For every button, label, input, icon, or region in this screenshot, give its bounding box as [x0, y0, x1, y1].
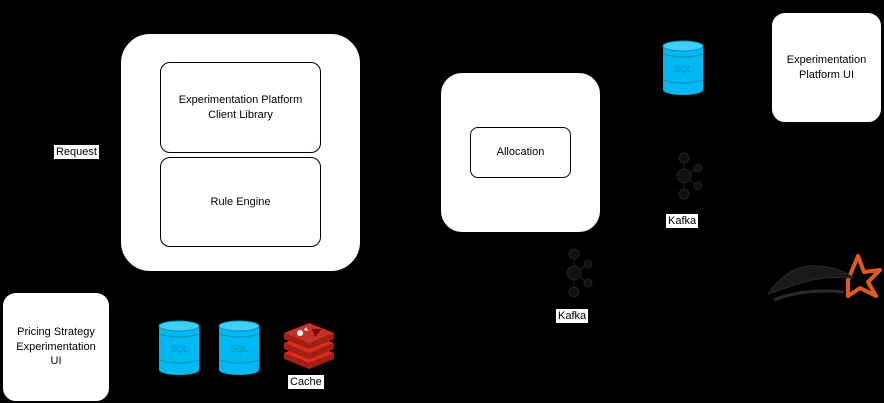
svg-text:SQL: SQL — [230, 344, 248, 354]
client-library-box: Experimentation Platform Client Library — [160, 62, 321, 153]
spark-logo-icon — [766, 254, 882, 302]
cache-label: Cache — [288, 375, 324, 389]
kafka-label-right: Kafka — [666, 214, 699, 228]
pricing-ui-label: Pricing Strategy Experimentation UI — [16, 325, 96, 368]
svg-text:SQL: SQL — [674, 64, 692, 74]
allocation-label: Allocation — [496, 146, 545, 159]
sql-database-icon-2: SQL — [218, 320, 260, 375]
experimentation-ui-box: Experimentation Platform UI — [771, 12, 882, 123]
redis-cache-icon — [284, 323, 334, 369]
kafka-icon-right — [676, 152, 703, 200]
rule-engine-box: Rule Engine — [160, 157, 321, 247]
request-label: Request — [54, 145, 99, 159]
sql-database-icon-top: SQL — [662, 40, 704, 95]
rule-engine-label: Rule Engine — [210, 195, 271, 208]
experimentation-ui-label: Experimentation Platform UI — [786, 53, 867, 81]
client-library-label: Experimentation Platform Client Library — [178, 93, 303, 121]
kafka-icon-bottom — [566, 248, 593, 298]
pricing-ui-box: Pricing Strategy Experimentation UI — [2, 292, 110, 402]
svg-text:SQL: SQL — [170, 344, 188, 354]
kafka-label-bottom: Kafka — [556, 309, 589, 323]
sql-database-icon-1: SQL — [158, 320, 200, 375]
allocation-box: Allocation — [470, 127, 571, 178]
